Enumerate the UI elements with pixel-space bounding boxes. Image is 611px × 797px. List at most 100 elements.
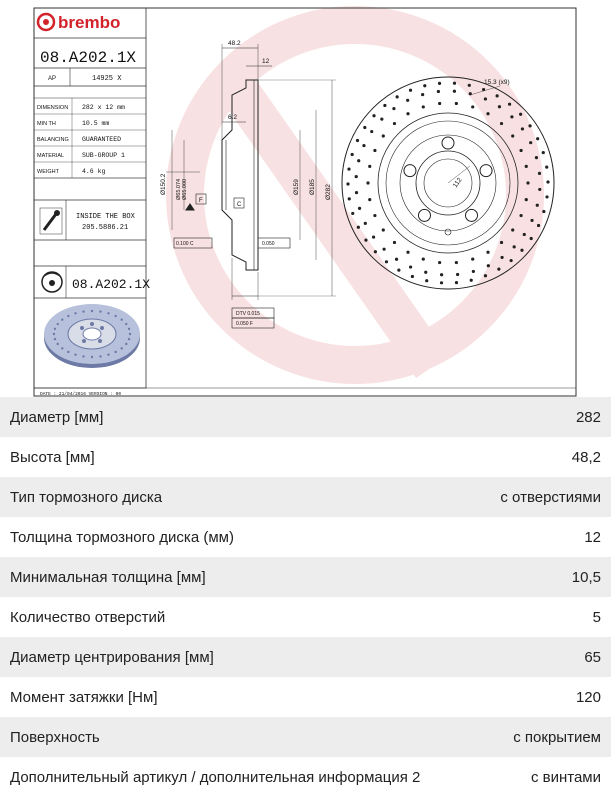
drill-hole (483, 274, 488, 278)
photo-hole (67, 350, 70, 354)
inside-box-code: 205.5886.21 (82, 224, 128, 232)
spec-row-value: 5 (592, 608, 601, 626)
drill-hole (534, 156, 539, 160)
watermark-logo (166, 6, 544, 384)
drill-hole (438, 260, 442, 265)
spec-row-value: с винтами (530, 768, 601, 786)
drill-hole (381, 134, 385, 138)
drill-hole (368, 198, 372, 202)
photo-hole (107, 353, 110, 356)
drill-hole (384, 260, 389, 264)
drill-hole (354, 174, 358, 179)
photo-hole (120, 347, 123, 350)
drill-hole (519, 213, 523, 218)
drill-hole (546, 180, 550, 184)
drill-hole (351, 211, 355, 216)
drill-hole (509, 258, 513, 263)
drill-hole (392, 240, 397, 245)
spec-row: Толщина тормозного диска (мм)12 (0, 517, 611, 557)
bolt-hole (441, 136, 455, 150)
drill-hole (542, 209, 546, 214)
drill-hole (408, 265, 413, 269)
drill-hole (424, 270, 428, 274)
drill-hole (471, 105, 475, 109)
spec-row-value: 48,2 (571, 448, 601, 466)
drill-hole (408, 88, 413, 92)
drill-hole (519, 112, 523, 116)
spec-row-label: Толщина тормозного диска (мм) (10, 528, 234, 546)
tolerance-3: 0.050 F (236, 321, 253, 327)
drill-hole (499, 240, 504, 245)
drill-hole (397, 268, 401, 272)
drill-hole (382, 247, 386, 251)
drill-hole (357, 206, 362, 210)
bolt-hole (479, 164, 493, 178)
section-view (166, 44, 336, 329)
drill-hole (421, 105, 425, 109)
spec-row-value: 120 (575, 688, 601, 706)
photo-hole (114, 350, 117, 354)
spec-row: Диаметр [мм]282 (0, 397, 611, 437)
drill-hole (363, 221, 367, 225)
drill-hole (423, 84, 427, 88)
drill-hole (439, 273, 444, 277)
drill-hole (535, 203, 539, 207)
drill-hole (471, 257, 475, 261)
drill-hole (406, 112, 410, 116)
drill-hole (452, 81, 457, 85)
drill-hole (410, 274, 414, 279)
photo-hole (107, 312, 110, 315)
drill-hole (347, 167, 351, 171)
drill-hole (528, 124, 532, 128)
drill-hole (499, 121, 504, 126)
drill-hole (536, 223, 541, 228)
drill-hole (373, 213, 377, 218)
drill-hole (545, 195, 549, 199)
spec-row-label: Диаметр [мм] (10, 408, 104, 426)
dim-holes: 15.3 (x9) (484, 79, 510, 86)
photo-hole (114, 314, 117, 318)
drill-hole (371, 235, 376, 239)
bolt-hole (417, 208, 431, 222)
dim-159: Ø159 (293, 179, 300, 195)
spec-value: 10.5 mm (82, 120, 109, 127)
date-line: DATE : 21/04/2016 VERSION : 00 (40, 391, 121, 397)
drill-hole (347, 197, 351, 201)
photo-hole (90, 355, 94, 359)
drill-hole (364, 238, 368, 242)
drill-hole (350, 152, 354, 157)
disc-symbol-icon (41, 271, 63, 293)
photo-hole (61, 318, 64, 321)
dim-150: Ø150.2 (160, 173, 167, 195)
photo-hole (56, 322, 59, 326)
drill-hole (520, 248, 524, 252)
disc-photo (44, 304, 140, 368)
drill-hole (363, 125, 367, 130)
photo-hole (82, 310, 85, 313)
photo-hole (127, 337, 131, 341)
drill-hole (512, 245, 516, 249)
spec-label: MIN TH (37, 121, 56, 127)
dimension-labels: 48.2 12 6.2 F C 0.100 C 0.050 DTV 0.015 … (160, 40, 332, 327)
drill-hole (524, 164, 528, 168)
brand-name: brembo (58, 13, 120, 32)
photo-hole (82, 355, 85, 358)
drill-hole (421, 257, 425, 261)
photo-hole (128, 332, 132, 336)
drill-hole (486, 112, 490, 116)
drill-hole (469, 278, 473, 282)
spec-row: Момент затяжки [Нм]120 (0, 677, 611, 717)
drill-hole (354, 191, 359, 195)
inside-box-title: INSIDE THE BOX (76, 213, 136, 221)
drill-hole (529, 141, 533, 145)
photo-hole (99, 355, 102, 358)
spec-row-value: с покрытием (513, 728, 601, 746)
drill-hole (471, 269, 475, 274)
photo-hole (67, 314, 70, 318)
spec-row-label: Поверхность (10, 728, 100, 746)
datum-c: C (237, 202, 242, 208)
dim-offset: 6.2 (228, 114, 237, 121)
spec-row: Диаметр центрирования [мм]65 (0, 637, 611, 677)
